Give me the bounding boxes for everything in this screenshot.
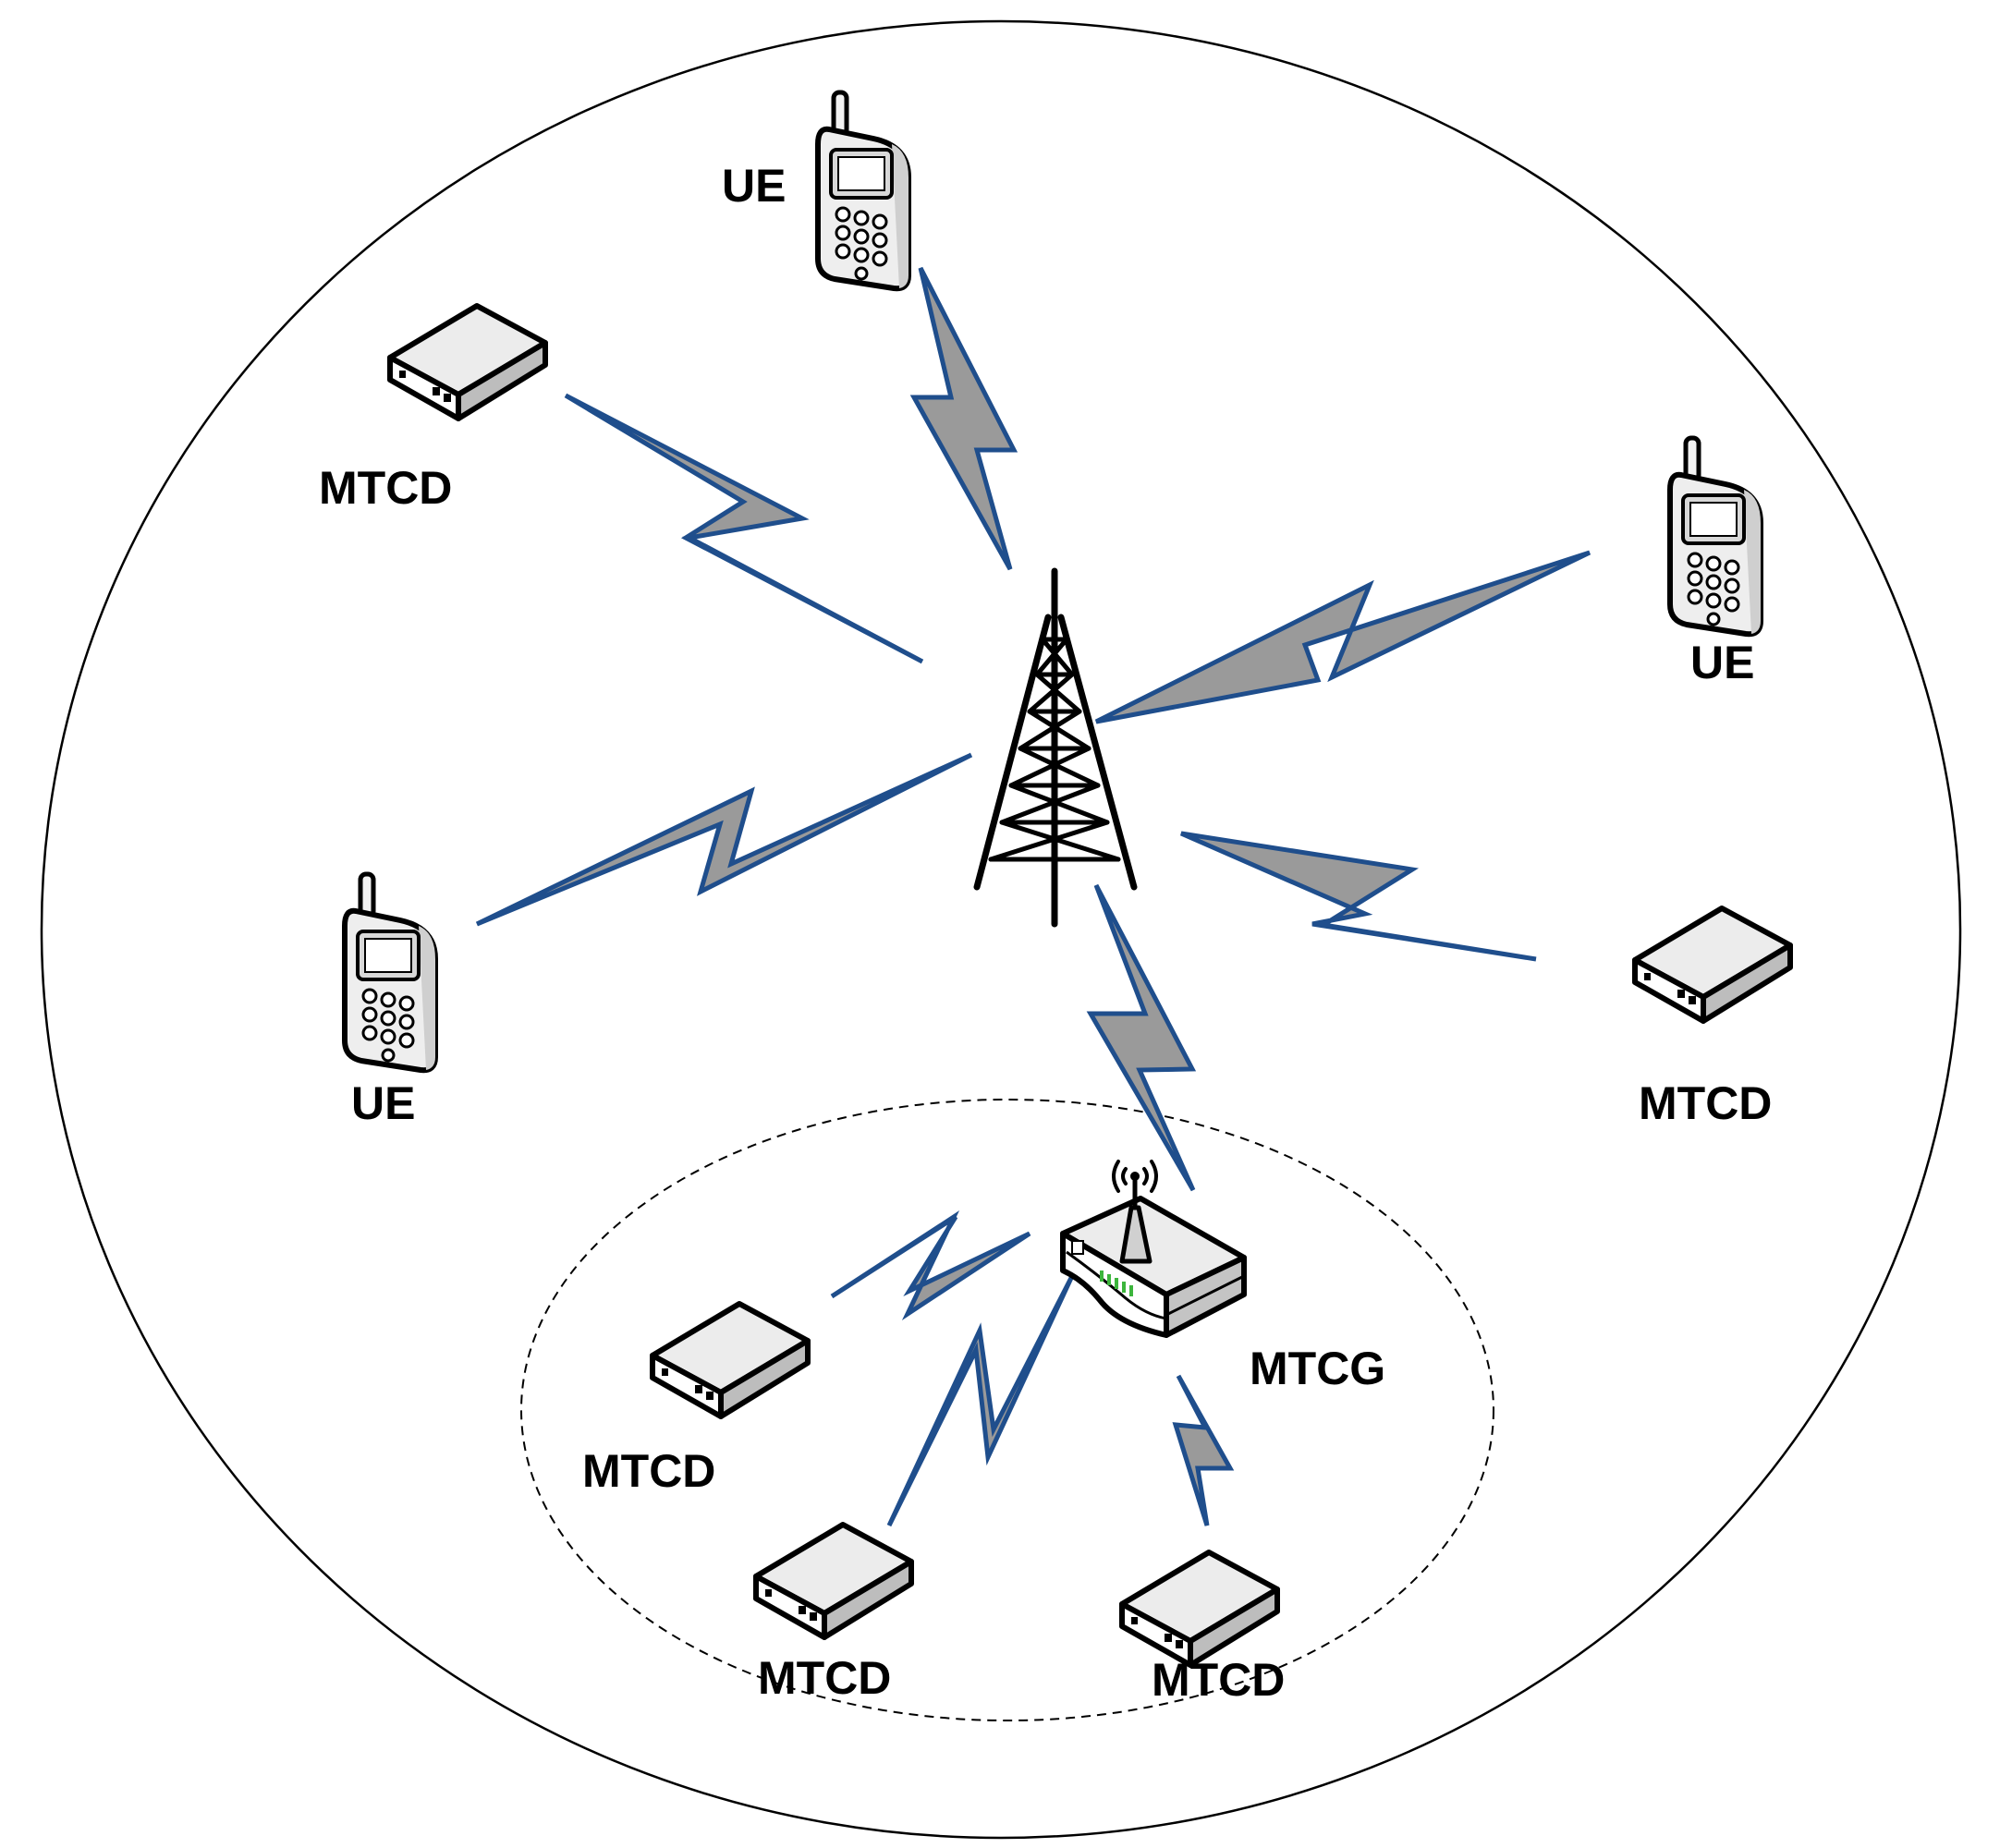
cell-tower-icon — [973, 567, 1138, 928]
label-mtcd-cluster-bottom-left: MTCD — [758, 1652, 891, 1704]
label-mtcd-right: MTCD — [1639, 1077, 1772, 1129]
mobile-phone-icon — [345, 874, 435, 1070]
wireless-link-icon — [1094, 550, 1591, 724]
label-ue-left: UE — [351, 1077, 415, 1129]
label-mtcd-top-left: MTCD — [319, 462, 452, 514]
label-mtcd-cluster-bottom-right: MTCD — [1152, 1654, 1285, 1706]
wireless-link-icon — [1086, 883, 1197, 1192]
macro-cell-boundary — [40, 19, 1962, 1840]
wireless-link-icon — [830, 1210, 1031, 1321]
label-gateway: MTCG — [1250, 1343, 1385, 1394]
label-ue-top: UE — [722, 160, 786, 212]
mtc-cluster-boundary — [520, 1099, 1494, 1721]
wireless-link-icon — [475, 752, 973, 927]
wireless-link-icon — [1179, 831, 1537, 962]
wireless-link-icon — [1172, 1374, 1235, 1526]
wireless-link-icon — [886, 1274, 1075, 1527]
wireless-gateway-icon — [1060, 1160, 1247, 1338]
mtc-device-icon — [652, 1304, 808, 1416]
mtc-device-icon — [1122, 1552, 1277, 1665]
wireless-link-icon — [564, 393, 924, 664]
mtc-device-icon — [390, 306, 545, 419]
label-ue-right: UE — [1690, 637, 1754, 688]
mtc-device-icon — [756, 1525, 911, 1637]
mtc-device-icon — [1635, 908, 1790, 1021]
mobile-phone-icon — [1670, 438, 1761, 634]
wireless-link-icon — [909, 266, 1018, 571]
mobile-phone-icon — [818, 92, 909, 288]
wireless-links — [475, 266, 1591, 1527]
label-mtcd-cluster-left: MTCD — [582, 1445, 715, 1497]
